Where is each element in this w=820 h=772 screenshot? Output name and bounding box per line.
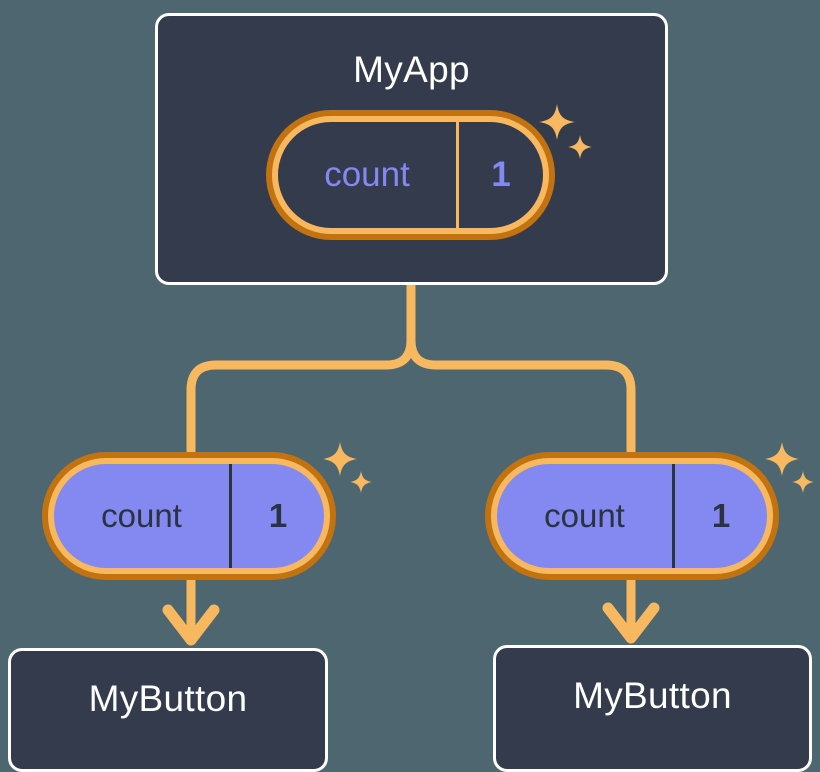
arrowhead-right-icon xyxy=(602,602,660,644)
connector-root-to-left-child xyxy=(186,280,416,457)
state-pill-myapp[interactable]: count 1 xyxy=(266,110,555,240)
component-card-mybutton-right[interactable]: MyButton xyxy=(493,645,812,772)
pill-body: count 1 xyxy=(497,464,767,568)
state-value-label: 1 xyxy=(268,497,288,534)
pill-divider xyxy=(456,122,459,228)
state-key-label: count xyxy=(544,497,625,534)
state-value-label: 1 xyxy=(711,497,731,534)
state-pill-child-left[interactable]: count 1 xyxy=(42,452,336,580)
pill-body: count 1 xyxy=(278,122,543,228)
arrowhead-left-icon xyxy=(162,604,220,646)
state-key-label: count xyxy=(324,155,410,194)
state-key-label: count xyxy=(101,497,182,534)
component-card-mybutton-left[interactable]: MyButton xyxy=(8,648,328,772)
state-pill-child-right[interactable]: count 1 xyxy=(485,452,779,580)
state-value-label: 1 xyxy=(491,155,511,194)
component-title-myapp: MyApp xyxy=(353,49,470,90)
pill-divider xyxy=(672,464,675,568)
pill-divider xyxy=(229,464,232,568)
pill-body: count 1 xyxy=(54,464,324,568)
connector-root-to-right-child xyxy=(406,280,636,457)
component-title-mybutton-left: MyButton xyxy=(88,678,248,719)
component-title-mybutton-right: MyButton xyxy=(573,675,732,716)
